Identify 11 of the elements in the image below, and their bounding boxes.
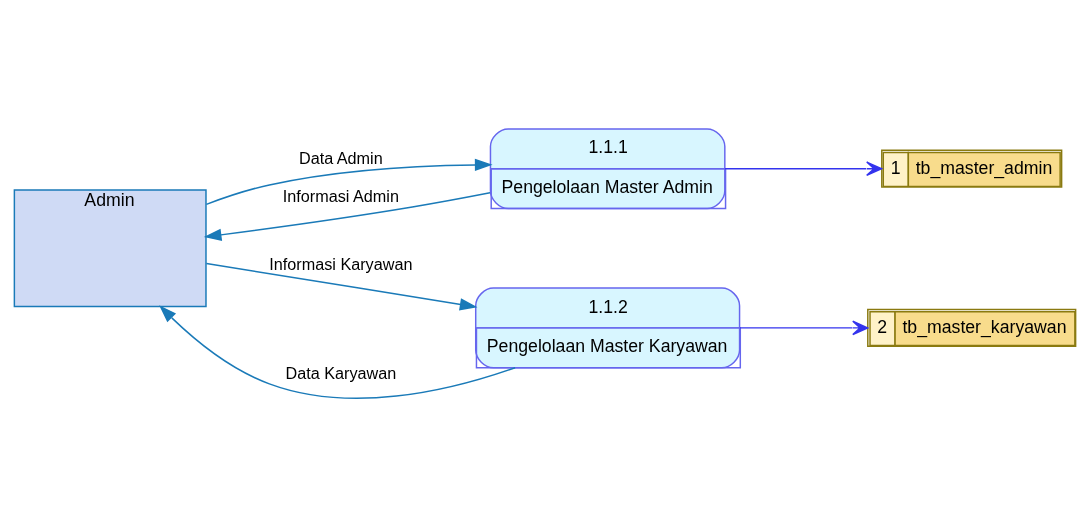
arrow — [203, 192, 491, 241]
edge-label: Data Admin — [298, 148, 383, 167]
edge-label: Data Karyawan — [285, 364, 397, 383]
node-box: Admin — [13, 189, 207, 308]
arrow — [159, 305, 516, 400]
arrow — [205, 158, 493, 206]
arrow — [724, 161, 883, 177]
arrow — [739, 320, 869, 336]
arrow — [205, 262, 478, 311]
edge-label: Informasi Karyawan — [269, 255, 413, 274]
edge-label: Informasi Admin — [282, 187, 399, 206]
